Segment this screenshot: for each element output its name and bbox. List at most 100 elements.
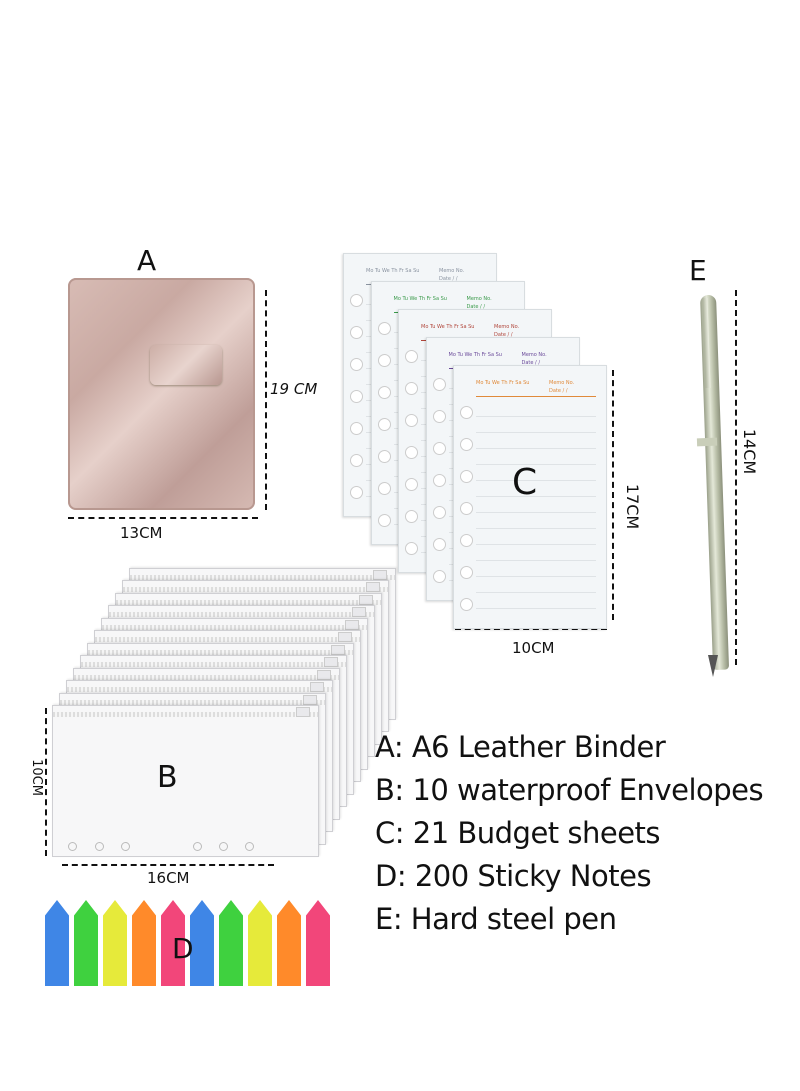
zipper-pull (352, 607, 366, 617)
label-b: B (157, 760, 178, 795)
sheet-days: Mo Tu We Th Fr Sa Su (421, 324, 475, 330)
zipper-pull (324, 657, 338, 667)
sheet-line (476, 560, 596, 561)
sheet-width-line (455, 628, 607, 630)
pen-length-line (735, 290, 737, 665)
sticky-note (103, 900, 127, 986)
zipper-pull (331, 644, 345, 655)
sticky-note (248, 900, 272, 986)
sticky-note (161, 900, 185, 986)
legend-item-d: D: 200 Sticky Notes (375, 859, 652, 893)
sheet-line (476, 448, 596, 449)
sheet-days: Mo Tu We Th Fr Sa Su (393, 296, 447, 302)
sheet-date: Date / / (466, 304, 486, 310)
sheet-line (476, 608, 596, 609)
punch-hole (377, 418, 391, 431)
punch-hole (350, 486, 363, 499)
legend-item-b: B: 10 waterproof Envelopes (375, 773, 764, 807)
envelope-zipper (74, 674, 339, 680)
punch-hole (460, 470, 473, 483)
label-a: A (137, 244, 157, 277)
punch-hole (350, 326, 363, 339)
punch-hole (460, 598, 473, 611)
punch-hole (219, 842, 228, 851)
punch-hole (405, 446, 418, 459)
zipper-pull (310, 682, 324, 692)
punch-hole (405, 542, 418, 555)
envelope-zipper (123, 587, 388, 592)
punch-hole (350, 358, 363, 371)
punch-hole (121, 842, 130, 851)
punch-hole (460, 438, 473, 451)
punch-hole (193, 842, 202, 851)
zipper-pull (366, 582, 380, 592)
label-d: D (172, 932, 194, 965)
punch-hole (405, 510, 418, 523)
sheet-memo: Memo No. (521, 352, 547, 358)
sheet-rule (476, 396, 596, 397)
envelope-height-label: 10CM (28, 759, 44, 796)
zipper-pull (359, 594, 373, 605)
punch-hole (350, 390, 363, 403)
envelope-zipper (95, 637, 360, 642)
binder-width-line (68, 517, 258, 519)
punch-hole (432, 570, 446, 583)
punch-hole (377, 450, 391, 463)
zipper-pull (373, 569, 387, 580)
binder-image (68, 278, 255, 510)
punch-hole (405, 382, 418, 395)
punch-hole (432, 538, 446, 551)
pen-band (696, 437, 718, 447)
zipper-pull (317, 669, 331, 680)
sheet-line (476, 480, 596, 481)
sheet-date: Date / / (439, 276, 458, 282)
sheet-days: Mo Tu We Th Fr Sa Su (448, 352, 502, 358)
sheet-line (476, 528, 596, 529)
punch-hole (460, 406, 473, 419)
punch-hole (377, 354, 391, 367)
sheet-height-line (612, 370, 614, 620)
sticky-note (219, 900, 243, 986)
sheet-date: Date / / (521, 360, 541, 366)
sheet-width-label: 10CM (512, 639, 555, 657)
envelope-zipper (130, 574, 395, 580)
pen-tip (708, 655, 718, 677)
envelope-zipper (67, 687, 332, 692)
punch-hole (405, 350, 418, 363)
sticky-note (277, 900, 301, 986)
punch-hole (377, 514, 391, 527)
punch-hole (432, 442, 446, 455)
sheet-line (476, 496, 596, 497)
legend-item-a: A: A6 Leather Binder (375, 730, 666, 764)
sticky-note (132, 900, 156, 986)
sheet-memo: Memo No. (439, 268, 465, 274)
punch-hole (350, 294, 363, 307)
binder-width-label: 13CM (120, 524, 163, 542)
sheet-line (476, 416, 596, 417)
sticky-note (45, 900, 69, 986)
sheet-memo: Memo No. (549, 380, 575, 386)
zipper-pull (338, 632, 352, 642)
zipper-pull (303, 694, 317, 705)
sticky-note (74, 900, 98, 986)
binder-strap (150, 345, 222, 385)
envelope-zipper (81, 662, 346, 667)
sheet-line (476, 592, 596, 593)
sheet-line (476, 512, 596, 513)
sheet-memo: Memo No. (466, 296, 492, 302)
label-e: E (689, 254, 707, 287)
envelope-zipper (88, 649, 353, 655)
sheet-days: Mo Tu We Th Fr Sa Su (476, 380, 530, 386)
punch-hole (245, 842, 254, 851)
binder-height-line (265, 290, 267, 510)
punch-hole (68, 842, 77, 851)
envelope-zipper (116, 599, 381, 605)
punch-hole (377, 322, 391, 335)
envelope-zipper (53, 712, 318, 717)
punch-hole (432, 474, 446, 487)
zipper-pull (345, 619, 359, 630)
punch-hole (432, 410, 446, 423)
punch-hole (350, 454, 363, 467)
binder-height-label: 19 CM (270, 380, 318, 398)
